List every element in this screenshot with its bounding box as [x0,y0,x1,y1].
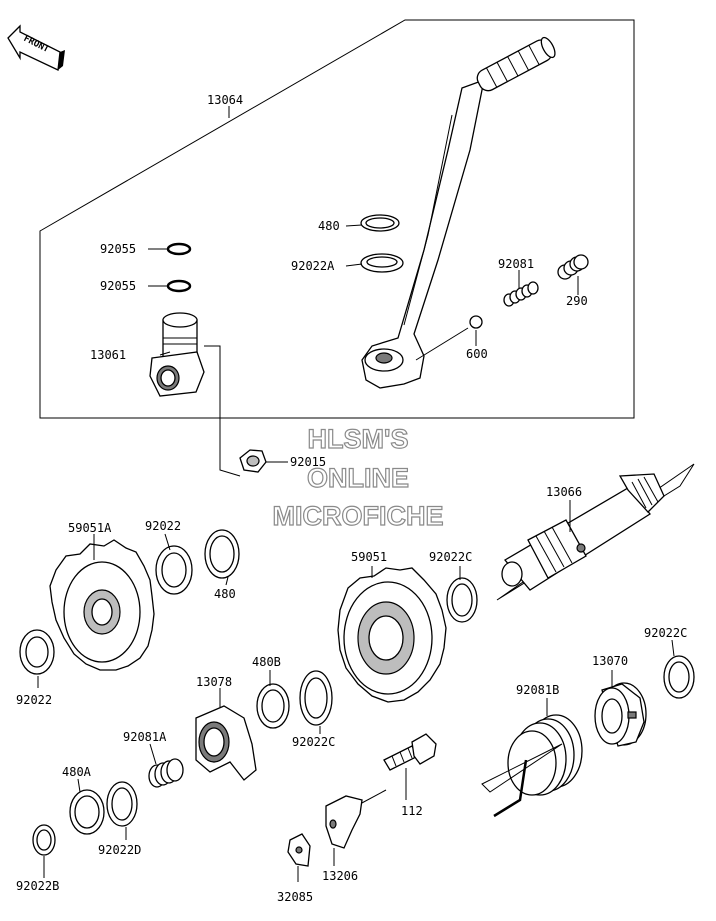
label-92022-left: 92022 [16,693,52,707]
label-92022c-c: 92022C [292,735,335,749]
label-480-mid: 480 [214,587,236,601]
ratchet-13070 [594,682,647,747]
watermark: HLSM'S ONLINE MICROFICHE [272,423,444,531]
circlip-480-mid [204,529,240,579]
washer-92022d [106,781,138,827]
label-13070: 13070 [592,654,628,668]
gear-59051 [337,567,447,703]
stopper-13206 [325,795,363,849]
label-92081: 92081 [498,257,534,271]
o-ring-92055-a [166,242,192,256]
washer-92022b [32,824,56,856]
circlip-480b [256,683,290,729]
label-13064: 13064 [207,93,243,107]
label-59051: 59051 [351,550,387,564]
spring-92081b [481,714,583,818]
label-13078: 13078 [196,675,232,689]
washer-92022c-b [663,655,695,699]
label-92081b: 92081B [516,683,559,697]
label-32085: 32085 [277,890,313,904]
label-92055-a: 92055 [100,242,136,256]
gear-59051a [49,539,155,671]
washer-92022-left [19,629,55,675]
guide-13078 [195,705,257,781]
label-92022b: 92022B [16,879,59,893]
washer-92022a [360,253,404,273]
label-600: 600 [466,347,488,361]
ball-600 [469,315,483,329]
label-13066: 13066 [546,485,582,499]
kick-lever [361,36,556,389]
label-92022d: 92022D [98,843,141,857]
label-13061: 13061 [90,348,126,362]
assembly-outline [39,19,635,419]
bolt-112 [359,733,437,805]
label-92022a: 92022A [291,259,335,273]
o-ring-92055-b [166,279,192,293]
watermark-line-3: MICROFICHE [273,501,444,531]
label-480-top: 480 [318,219,340,233]
label-92022c-a: 92022C [429,550,472,564]
washer-92022c-c [299,670,333,726]
boss-13061 [149,312,205,397]
label-92055-b: 92055 [100,279,136,293]
label-92022-top: 92022 [145,519,181,533]
plate-32085 [287,833,311,867]
label-13206: 13206 [322,869,358,883]
label-480a: 480A [62,765,92,779]
label-59051a: 59051A [68,521,112,535]
nut-92015 [239,449,267,473]
label-480b: 480B [252,655,281,669]
circlip-480a [69,789,105,835]
kick-shaft-13066 [496,463,695,601]
circlip-480-top [360,214,400,232]
leader-lines [37,106,675,882]
watermark-line-2: ONLINE [307,463,409,493]
pin-290 [557,254,589,280]
label-290: 290 [566,294,588,308]
spring-92081 [503,281,539,307]
front-arrow-icon: FRONT [7,24,65,71]
spring-92081a [148,758,184,788]
washer-92022c-a [446,577,478,623]
watermark-line-1: HLSM'S [308,424,409,454]
label-92022c-b: 92022C [644,626,687,640]
label-92015: 92015 [290,455,326,469]
washer-92022-top [155,545,193,595]
label-112: 112 [401,804,423,818]
label-92081a: 92081A [123,730,167,744]
